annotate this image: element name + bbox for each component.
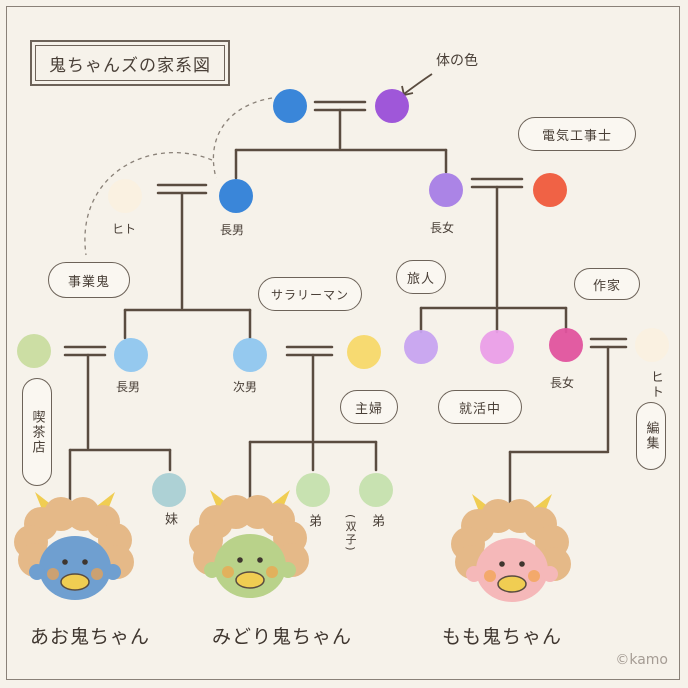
circle-hito1: [108, 179, 142, 213]
circle-grandma: [375, 89, 409, 123]
label-younger-brother1: 弟: [306, 514, 321, 529]
oni-face: [476, 538, 548, 602]
oni-ao-illustration: [14, 492, 134, 600]
label-twins: (双子): [344, 514, 357, 553]
oni-face: [39, 536, 111, 600]
label-eldest-daughter-gen2: 長女: [430, 221, 455, 235]
circle-hito2: [635, 328, 669, 362]
circle-eldest-son-gen2: [219, 179, 253, 213]
oni-eye-right: [257, 557, 263, 563]
oni-ear-left: [204, 562, 220, 578]
oni-ear-left: [29, 564, 45, 580]
label-younger-brother2: 弟: [369, 514, 384, 529]
annotation-body-color: 体の色: [436, 53, 478, 69]
circle-cafe: [17, 334, 51, 368]
bubble-salaryman: サラリーマン: [258, 277, 362, 311]
circle-job-hunting: [480, 330, 514, 364]
name-ao-oni: あお鬼ちゃん: [30, 626, 151, 648]
label-eldest-daughter-gen3: 長女: [550, 376, 575, 390]
outer-frame: [6, 6, 680, 680]
label-younger-sister: 妹: [162, 512, 177, 527]
circle-younger-brother1: [296, 473, 330, 507]
oni-ear-right: [105, 564, 121, 580]
oni-cheek-right: [91, 568, 103, 580]
circle-housewife: [347, 335, 381, 369]
title-box: 鬼ちゃんズの家系図: [30, 40, 230, 86]
bubble-writer: 作家: [574, 268, 640, 300]
circle-eldest-daughter-gen3: [549, 328, 583, 362]
oni-cheek-right: [528, 570, 540, 582]
bubble-cafe: 喫茶店: [22, 378, 52, 486]
oni-face: [214, 534, 286, 598]
circle-eldest-son-gen3: [114, 338, 148, 372]
bubble-editor: 編集: [636, 402, 666, 470]
oni-eye-left: [237, 557, 243, 563]
bubble-business-oni: 事業鬼: [48, 262, 130, 298]
oni-midori-illustration: [189, 490, 309, 598]
oni-ear-right: [542, 566, 558, 582]
oni-eye-left: [62, 559, 68, 565]
oni-cheek-right: [266, 566, 278, 578]
label-eldest-son-gen2: 長男: [220, 223, 245, 237]
oni-eye-right: [82, 559, 88, 565]
bubble-job-hunting: 就活中: [438, 390, 522, 424]
oni-mouth: [497, 575, 527, 593]
label-hito2: ヒト: [648, 370, 663, 400]
credit: ©kamo: [615, 652, 668, 668]
circle-second-son: [233, 338, 267, 372]
oni-ear-left: [466, 566, 482, 582]
oni-cheek-left: [222, 566, 234, 578]
label-hito1: ヒト: [112, 222, 137, 236]
title: 鬼ちゃんズの家系図: [49, 55, 211, 76]
oni-mouth: [235, 571, 265, 589]
oni-eye-right: [519, 561, 525, 567]
bubble-housewife: 主婦: [340, 390, 398, 424]
oni-cheek-left: [47, 568, 59, 580]
circle-grandpa: [273, 89, 307, 123]
name-midori-oni: みどり鬼ちゃん: [212, 626, 353, 648]
circle-younger-sister: [152, 473, 186, 507]
circle-traveler: [404, 330, 438, 364]
dashed-link-top: [212, 97, 273, 179]
arrow-line: [403, 73, 433, 95]
circle-electrician: [533, 173, 567, 207]
oni-cheek-left: [484, 570, 496, 582]
oni-eye-left: [499, 561, 505, 567]
oni-momo-illustration: [451, 494, 571, 602]
circle-younger-brother2: [359, 473, 393, 507]
label-eldest-son-gen3: 長男: [116, 380, 141, 394]
bubble-electrician: 電気工事士: [518, 117, 636, 151]
label-second-son: 次男: [233, 380, 258, 394]
dashed-link-business: [84, 151, 213, 256]
bubble-traveler: 旅人: [396, 260, 446, 294]
name-momo-oni: もも鬼ちゃん: [442, 626, 563, 648]
oni-ear-right: [280, 562, 296, 578]
oni-mouth: [60, 573, 90, 591]
circle-eldest-daughter-gen2: [429, 173, 463, 207]
